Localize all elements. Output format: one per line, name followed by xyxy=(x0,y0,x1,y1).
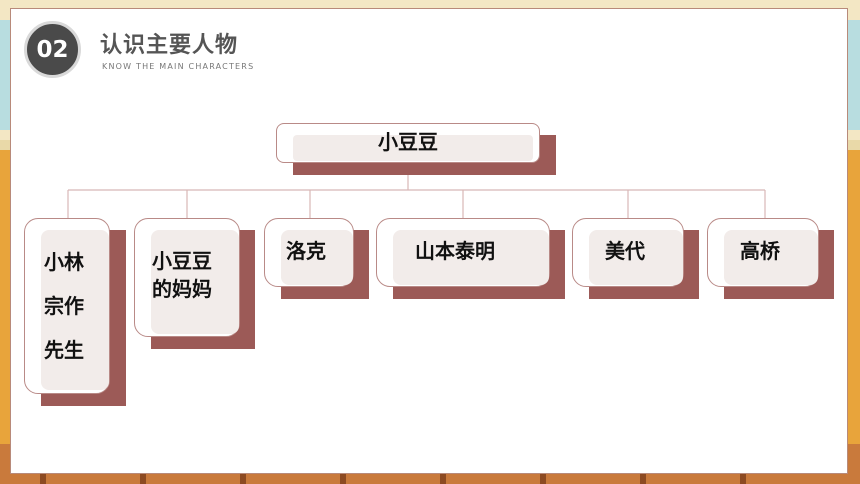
child-label-5: 美代 xyxy=(605,239,645,263)
child-label-1: 小林 宗作 先生 xyxy=(44,250,84,362)
section-subtitle: KNOW THE MAIN CHARACTERS xyxy=(102,62,255,71)
child-label-6: 高桥 xyxy=(740,239,780,263)
shelf-left xyxy=(0,150,12,450)
child-label-2: 小豆豆 的妈妈 xyxy=(152,249,212,301)
root-label: 小豆豆 xyxy=(378,130,438,154)
section-title: 认识主要人物 xyxy=(100,33,239,58)
child-label-3: 洛克 xyxy=(286,239,326,263)
section-number-badge: 02 xyxy=(24,21,81,78)
child-label-4: 山本泰明 xyxy=(415,239,495,263)
shelf-right xyxy=(848,150,860,450)
